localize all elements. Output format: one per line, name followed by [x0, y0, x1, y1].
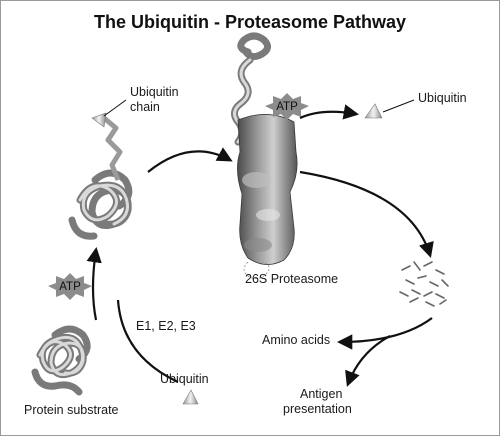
arrow-release-ubiquitin	[299, 104, 360, 120]
arrow-ubiquitination	[86, 246, 102, 321]
label-ubiquitin-bottom: Ubiquitin	[160, 372, 209, 386]
leader-ubiquitin-top	[382, 99, 415, 113]
label-ubiquitin-chain-line2: chain	[130, 100, 160, 114]
label-antigen-line1: Antigen	[300, 387, 342, 401]
ubiquitin-cone-bottom-icon	[182, 389, 199, 405]
arrow-to-antigen	[345, 335, 391, 387]
diagram-title: The Ubiquitin - Proteasome Pathway	[94, 12, 406, 32]
ubiquitin-cone-top-icon	[364, 103, 383, 119]
protein-substrate-illustration	[31, 325, 91, 396]
atp-top-label: ATP	[276, 101, 298, 113]
proteasome-illustration	[231, 32, 298, 279]
atp-left-label: ATP	[59, 281, 81, 293]
label-ubiquitin-chain-line1: Ubiquitin	[130, 85, 179, 99]
atp-left-badge: ATP	[48, 273, 92, 300]
label-ubiquitin-top: Ubiquitin	[418, 91, 467, 105]
label-proteasome: 26S Proteasome	[245, 272, 338, 286]
arrow-to-peptides	[299, 170, 434, 258]
label-enzymes: E1, E2, E3	[136, 319, 196, 333]
label-antigen-line2: presentation	[283, 402, 352, 416]
leader-ubiquitin-chain	[103, 99, 127, 117]
ubiquitinated-protein-illustration	[68, 112, 133, 240]
atp-top-badge: ATP	[265, 93, 309, 120]
arrow-ubiquitin-input	[116, 299, 179, 383]
label-amino-acids: Amino acids	[262, 333, 330, 347]
arrow-to-amino-acids	[336, 317, 433, 350]
peptide-fragments-illustration	[399, 261, 449, 307]
label-protein-substrate: Protein substrate	[24, 403, 119, 417]
arrow-to-proteasome	[147, 147, 233, 173]
